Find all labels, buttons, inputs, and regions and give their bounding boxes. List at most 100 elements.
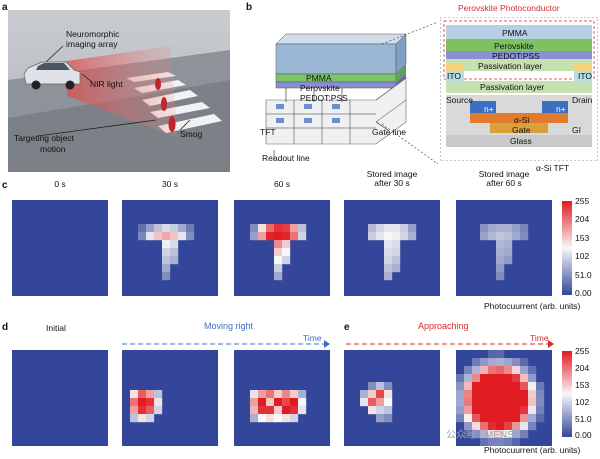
heatmap-cell [528,398,537,407]
heatmap-background [12,350,108,446]
heatmap-cell [488,366,497,375]
detail-label-ito-left: ITO [447,71,462,81]
heatmap-background [12,200,108,296]
c-title-stored-30s: Stored image after 30 s [366,169,418,189]
heatmap-cell [504,422,513,431]
heatmap-cell [138,406,147,415]
heatmap-cell [480,224,489,233]
heatmap-cell [464,390,473,399]
heatmap-cell [520,406,529,415]
heatmap-c-stored-30s [344,200,440,296]
heatmap-cell [392,248,401,257]
heatmap-cell [162,264,171,273]
colorbar-e-label: Photocuurrent (arb. units) [484,445,581,455]
perovskite-photoconductor-title: Perovskite Photoconductor [458,3,560,13]
heatmap-cell [384,248,393,257]
heatmap-cell [512,430,521,439]
heatmap-cell [504,382,513,391]
heatmap-cell [488,430,497,439]
tft-cells [276,104,340,123]
heatmap-cell [488,374,497,383]
heatmap-cell [536,398,545,407]
heatmap-cell [496,422,505,431]
heatmap-cell [480,422,489,431]
heatmap-cell [520,398,529,407]
heatmap-cell [250,406,259,415]
heatmap-cell [368,390,377,399]
heatmap-cell [512,390,521,399]
e-time-arrow [346,340,554,348]
heatmap-cell [464,414,473,423]
heatmap-cell [488,224,497,233]
heatmap-cell [384,272,393,281]
heatmap-cell [456,390,465,399]
colorbar-c-tick-255: 255 [575,196,590,206]
heatmap-cell [130,414,139,423]
heatmap-cell [464,430,473,439]
heatmap-cell [400,232,409,241]
heatmap-cell [504,414,513,423]
heatmap-cell [146,232,155,241]
heatmap-cell [520,382,529,391]
heatmap-cell [520,430,529,439]
heatmap-cell [504,438,513,446]
heatmap-cell [496,264,505,273]
heatmap-cell [170,248,179,257]
heatmap-cell [274,240,283,249]
colorbar-e [562,351,572,437]
heatmap-cell [154,224,163,233]
colorbar-c-tick-51: 51.0 [575,270,592,280]
heatmap-cell [274,398,283,407]
heatmap-cell [368,232,377,241]
colorbar-c-label: Photocuurrent (arb. units) [484,301,581,311]
d-time-arrow [122,340,330,348]
heatmap-cell [464,406,473,415]
detail-passivation-top [446,59,592,71]
detail-ito-left [446,71,464,81]
heatmap-cell [520,374,529,383]
heatmap-cell [512,374,521,383]
heatmap-cell [138,232,147,241]
detail-label-pedot: PEDOT:PSS [492,51,540,61]
heatmap-cell [282,390,291,399]
heatmap-cell [376,414,385,423]
heatmap-cell [480,366,489,375]
heatmap-cell [162,256,171,265]
heatmap-cell [480,382,489,391]
heatmap-cell [496,224,505,233]
heatmap-cell [496,382,505,391]
heatmap-cell [290,390,299,399]
label-a-si-tft: α-Si TFT [536,163,570,173]
heatmap-cell [274,256,283,265]
colorbar-e-tick-204: 204 [575,363,590,373]
heatmap-cell [464,422,473,431]
heatmap-cell [496,272,505,281]
heatmap-cell [504,240,513,249]
heatmap-cell [504,224,513,233]
heatmap-cell [512,398,521,407]
heatmap-cell [480,406,489,415]
heatmap-cell [274,406,283,415]
heatmap-cell [488,414,497,423]
heatmap-cell [504,390,513,399]
heatmap-cell [130,398,139,407]
heatmap-cell [520,358,529,367]
colorbar-c-tick-0: 0.00 [575,288,592,298]
heatmap-cell [266,390,275,399]
heatmap-cell [266,406,275,415]
panel-label-e: e [344,322,350,333]
heatmap-cell [504,430,513,439]
heatmap-cell [376,398,385,407]
heatmap-cell [170,256,179,265]
label-gate-line: Gate line [372,127,407,137]
detail-label-gate: Gate [512,125,531,135]
heatmap-cell [282,406,291,415]
heatmap-cell [274,272,283,281]
label-smog: Smog [180,129,203,139]
heatmap-cell [496,398,505,407]
heatmap-cell [464,398,473,407]
heatmap-cell [496,430,505,439]
watermark: 公众号 · MENS [446,430,514,441]
heatmap-c-30s [122,200,218,296]
heatmap-cell [480,398,489,407]
